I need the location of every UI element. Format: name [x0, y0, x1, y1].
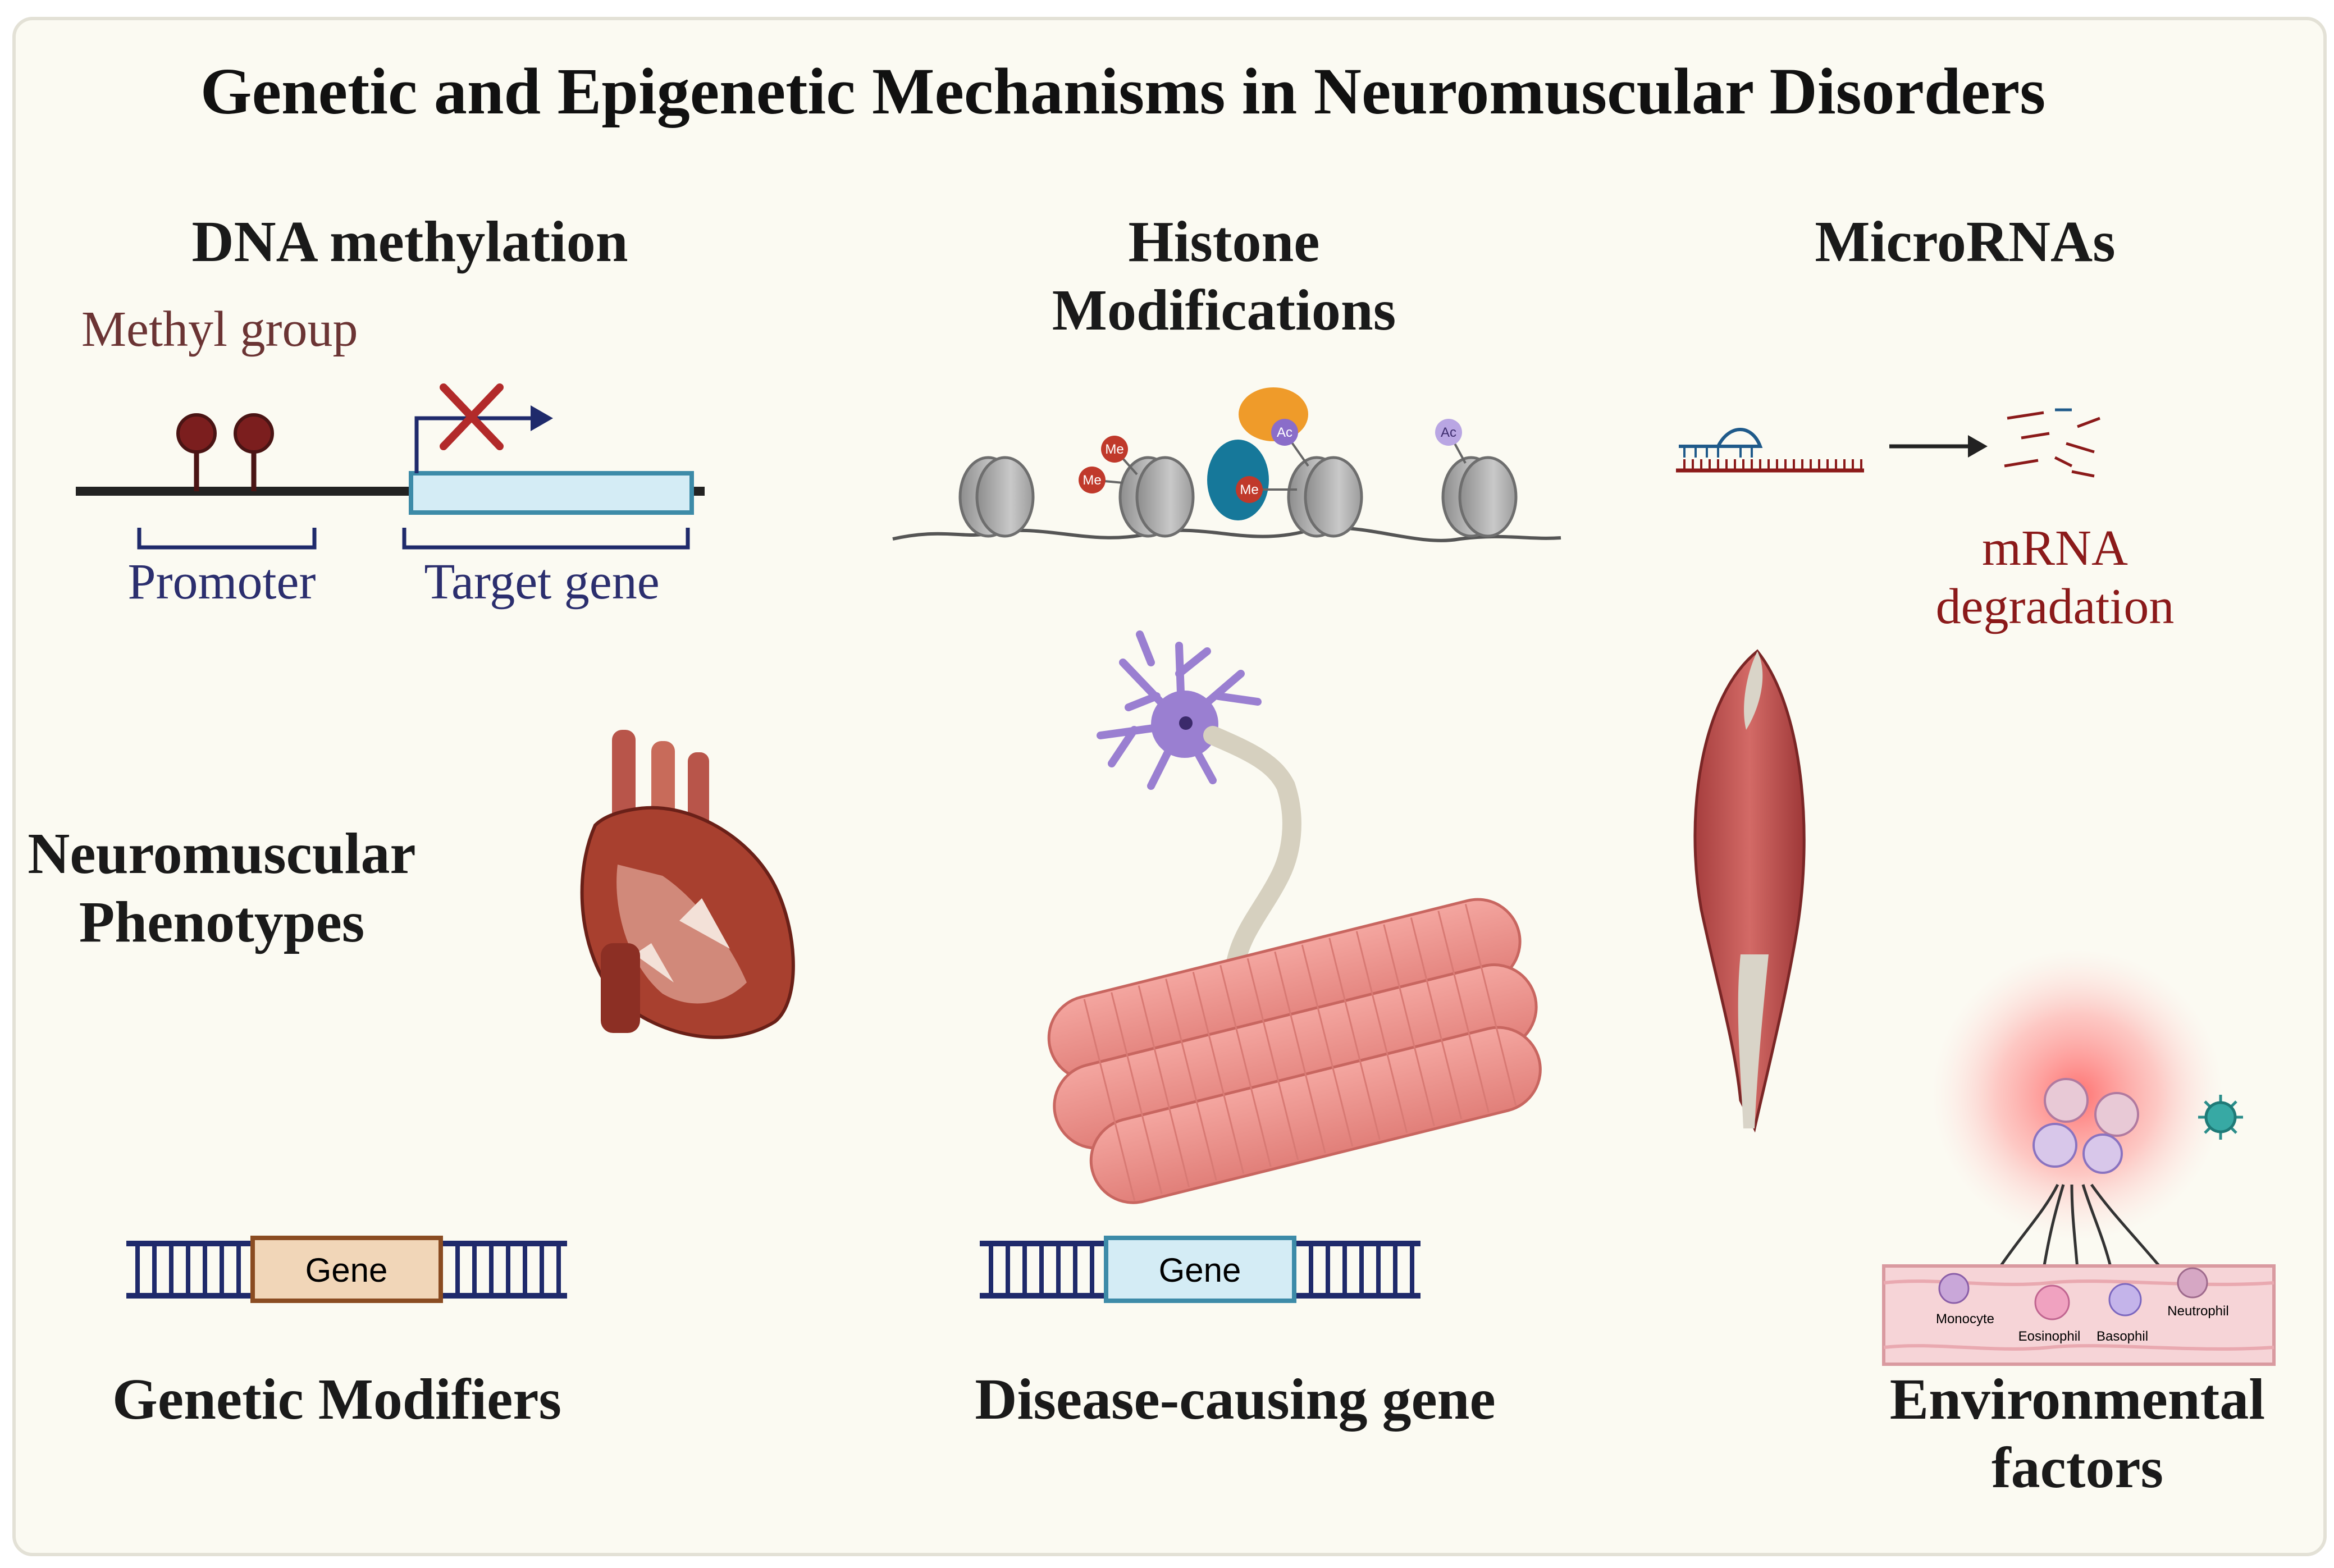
methyl-mark-1: Me: [1101, 436, 1138, 476]
basophil-label: Basophil: [2097, 1329, 2148, 1344]
reader-enzyme-teal: [1207, 440, 1269, 520]
muscle-illustration: [1693, 649, 1806, 1133]
neuromuscular-phenotypes-title: Neuromuscular Phenotypes: [28, 821, 416, 954]
virus-icon: [2198, 1095, 2243, 1140]
target-gene-bracket: [402, 528, 690, 550]
main-title: Genetic and Epigenetic Mechanisms in Neu…: [200, 54, 2046, 128]
target-gene-label: Target gene: [424, 554, 660, 610]
muscle-fiber-illustration: [1047, 898, 1542, 1204]
methyl-mark-label: Me: [1082, 473, 1101, 488]
acetyl-mark-label: Ac: [1441, 425, 1456, 440]
methyl-mark-3: Me: [1236, 476, 1297, 503]
methyl-mark-2: Me: [1079, 467, 1123, 493]
disease-causing-gene-box: Gene: [980, 1236, 1421, 1303]
histone-modifications-title: Histone Modifications: [1052, 209, 1396, 342]
methyl-group-lollipop-1: [176, 413, 217, 491]
blocked-transcription-x-icon: [440, 383, 504, 450]
dna-methylation-title: DNA methylation: [191, 209, 628, 274]
nucleosome-2: [1118, 456, 1195, 538]
dna-methylation-diagram: [76, 383, 705, 550]
environmental-factors-title: Environmental factors: [1889, 1367, 2266, 1500]
mrna-fragments: [2004, 411, 2100, 478]
acetyl-mark-1: Ac: [1271, 419, 1309, 467]
promoter-label: Promoter: [127, 554, 316, 610]
methyl-group-label: Methyl group: [81, 301, 358, 357]
acetyl-mark-label: Ac: [1277, 425, 1292, 440]
nucleosome-4: [1441, 456, 1518, 538]
promoter-bracket: [137, 528, 317, 550]
microrna-diagram: [1676, 408, 2100, 478]
disease-causing-gene-title: Disease-causing gene: [975, 1367, 1496, 1432]
methyl-group-lollipop-2: [234, 413, 274, 491]
transcription-arrow: [414, 416, 531, 473]
nucleosome-1: [958, 456, 1035, 538]
acetyl-mark-2: Ac: [1435, 419, 1467, 464]
neutrophil-label: Neutrophil: [2167, 1304, 2228, 1319]
micrornas-title: MicroRNAs: [1815, 209, 2116, 274]
monocyte-label: Monocyte: [1936, 1311, 1994, 1327]
target-gene-box: [409, 471, 694, 515]
gene-label-center: Gene: [1159, 1251, 1241, 1289]
histone-diagram: Me Me Me Ac Ac: [892, 387, 1561, 542]
gene-label-left: Gene: [305, 1251, 388, 1289]
genetic-modifiers-title: Genetic Modifiers: [112, 1367, 561, 1432]
immune-cells-illustration: [1882, 949, 2276, 1366]
heart-illustration: [580, 730, 795, 1039]
methyl-mark-label: Me: [1240, 482, 1258, 497]
eosinophil-label: Eosinophil: [2018, 1329, 2081, 1344]
genetic-modifier-gene: Gene: [126, 1236, 567, 1303]
methyl-mark-label: Me: [1105, 442, 1123, 457]
mirna-strand: [1679, 428, 1763, 448]
mrna-degradation-label: mRNA degradation: [1935, 520, 2175, 634]
nucleosome-3: [1287, 456, 1363, 538]
